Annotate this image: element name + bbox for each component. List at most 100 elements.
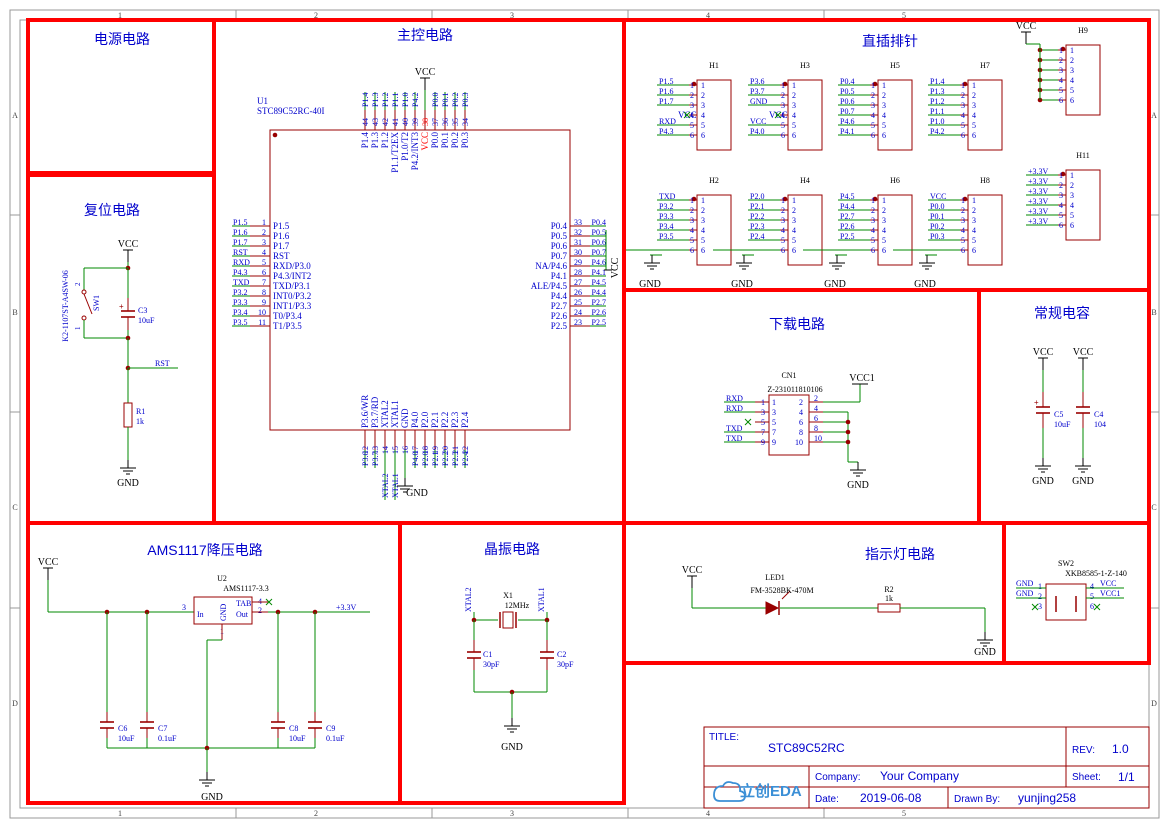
pin-number: 3	[972, 101, 976, 110]
section-title-reset: 复位电路	[84, 202, 140, 218]
led1-part: FM-3528BK-470M	[750, 586, 813, 595]
pin-name: P0.4	[551, 221, 568, 231]
cn1-part: Z-231011810106	[767, 385, 822, 394]
gnd-label: GND	[974, 647, 996, 658]
switch-contact	[81, 289, 87, 295]
net-label: P0.3	[461, 93, 470, 107]
pin-number: 6	[690, 131, 694, 140]
pin-number: 1	[961, 81, 965, 90]
pin-number: 1	[1038, 582, 1042, 591]
net-label: P2.2	[750, 212, 764, 221]
c1-value: 30pF	[483, 660, 500, 669]
net-label: +3.3V	[1028, 167, 1049, 176]
mcu-body	[269, 129, 571, 431]
pin-number: 4	[972, 111, 976, 120]
pin-number: 2	[972, 91, 976, 100]
pin-number: 6	[1090, 602, 1094, 611]
r2-ref: R2	[884, 585, 893, 594]
xtal2-label: XTAL2	[464, 587, 473, 612]
net-label: P1.5	[659, 77, 673, 86]
pin-number: 3	[972, 216, 976, 225]
pin-name: P2.1	[430, 412, 440, 428]
pin-number: 23	[574, 318, 582, 327]
pin-number: 3	[781, 216, 785, 225]
net-label: P4.1	[840, 127, 854, 136]
crystal-body	[502, 611, 514, 629]
pin-name: T1/P3.5	[273, 321, 302, 331]
tb-sheet-label: Sheet:	[1072, 772, 1101, 783]
tb-title-label: TITLE:	[709, 732, 739, 743]
pin-number: 4	[871, 226, 875, 235]
junction-dot	[845, 429, 851, 435]
column-marker: 4	[706, 11, 710, 20]
row-marker: C	[1151, 503, 1156, 512]
row-marker: D	[12, 699, 18, 708]
net-label: VCC	[1100, 579, 1116, 588]
c2-value: 30pF	[557, 660, 574, 669]
tb-company-label: Company:	[815, 772, 861, 783]
tb-drawn-label: Drawn By:	[954, 794, 1000, 805]
tb-drawn: yunjing258	[1018, 791, 1076, 805]
pin-number: 6	[701, 131, 705, 140]
cap-ref: C9	[326, 724, 335, 733]
pin-name: P0.6	[551, 241, 568, 251]
pin-number: 42	[381, 118, 390, 126]
pin-number: 2	[1038, 592, 1042, 601]
pin-name: P2.5	[551, 321, 568, 331]
outer-frame	[9, 9, 1160, 819]
column-marker: 3	[510, 11, 514, 20]
net-label: P1.3	[930, 87, 944, 96]
pin-number: 2	[781, 206, 785, 215]
net-label: P3.3	[659, 212, 673, 221]
mcu-pin1-mark	[272, 132, 278, 138]
pin-number: 2	[701, 206, 705, 215]
net-label: P1.1	[930, 107, 944, 116]
pin-number: 2	[882, 206, 886, 215]
mcu-part: STC89C52RC-40I	[257, 106, 325, 116]
pin-number: 6	[690, 246, 694, 255]
gnd-label: GND	[847, 480, 869, 491]
pin-name: P0.2	[450, 132, 460, 148]
net-label: P4.4	[840, 202, 854, 211]
pin-number: 3	[262, 238, 266, 247]
pin-name: P2.0	[420, 411, 430, 428]
vcc-label-right: VCC	[610, 257, 621, 278]
pin-name: GND	[400, 408, 410, 428]
section-title-download: 下载电路	[769, 316, 825, 332]
vcc-label: VCC	[118, 239, 139, 250]
net-label: VCC	[750, 117, 766, 126]
column-marker: 3	[510, 809, 514, 818]
x1-ref: X1	[503, 591, 513, 600]
noconnect-mark	[744, 418, 752, 426]
net-label: P4.6	[592, 258, 606, 267]
pin-number: 4	[814, 404, 818, 413]
header-ref: H5	[890, 61, 900, 70]
pin-number: 5	[961, 236, 965, 245]
tb-company: Your Company	[880, 769, 959, 783]
pin-number: 2	[1059, 181, 1063, 190]
column-marker: 1	[118, 11, 122, 20]
net-label: P2.6	[592, 308, 606, 317]
net-label: RXD	[726, 404, 743, 413]
pin-number: 1	[792, 81, 796, 90]
vcc-label: VCC	[1033, 347, 1054, 358]
sw1-pin: 2	[74, 282, 82, 286]
sw1-ref: SW1	[92, 295, 101, 311]
net-label: P1.6	[233, 228, 247, 237]
net-label: RXD	[726, 394, 743, 403]
pin-number: 27	[574, 278, 582, 287]
row-marker: C	[12, 503, 17, 512]
tb-date: 2019-06-08	[860, 791, 922, 805]
noconnect-mark	[1031, 603, 1039, 611]
pin-number: 3	[871, 216, 875, 225]
pin-name: P2.7	[551, 301, 568, 311]
pin-number: 1	[1070, 46, 1074, 55]
net-label: P4.2	[411, 93, 420, 107]
net-label: P1.2	[930, 97, 944, 106]
pin-number: 2	[792, 206, 796, 215]
net-label: VCC	[930, 192, 946, 201]
r1-value: 1k	[136, 417, 144, 426]
pin-number: 26	[574, 288, 582, 297]
